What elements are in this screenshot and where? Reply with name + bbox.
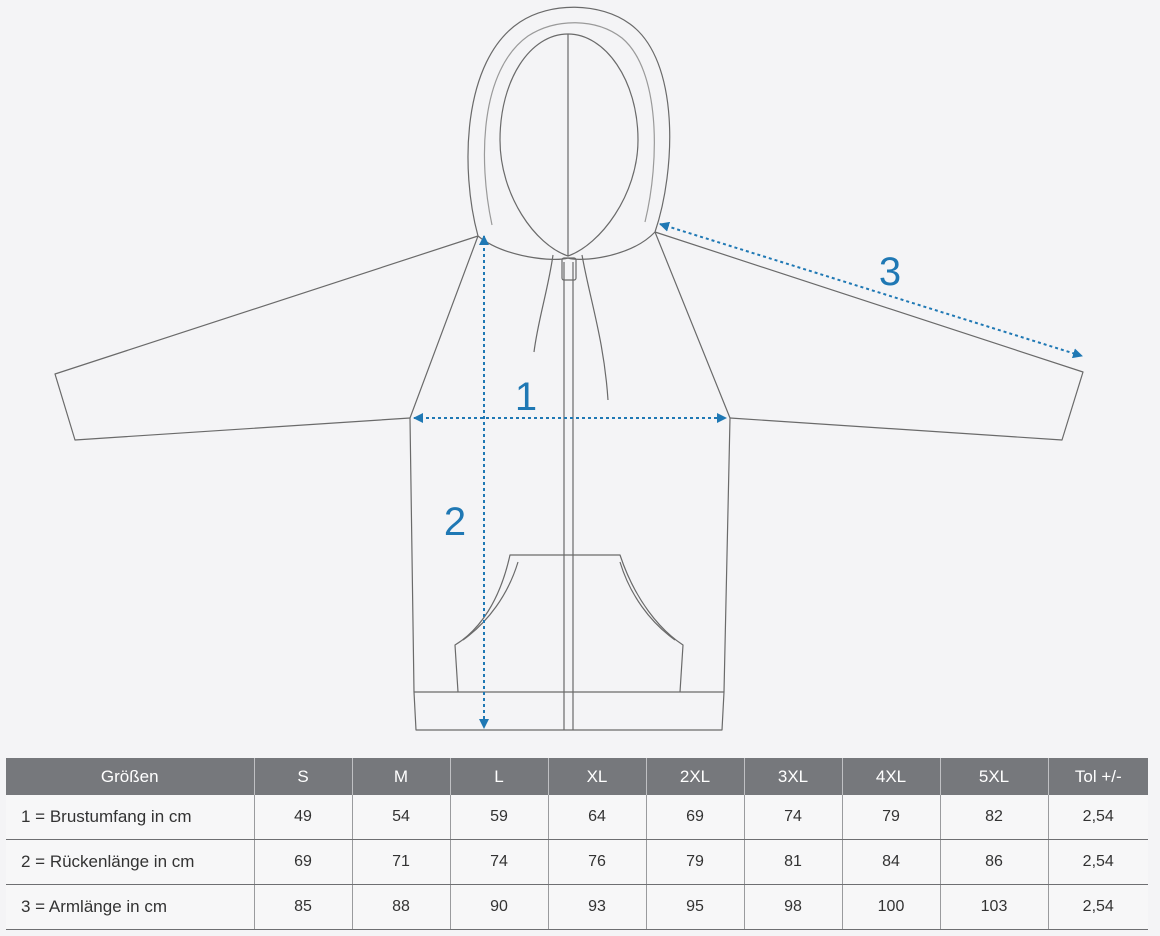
cell-value: 84 — [841, 839, 940, 885]
body-right-side — [654, 231, 731, 693]
cell-tolerance: 2,54 — [1047, 839, 1148, 885]
hoodie-outline — [54, 6, 1084, 731]
measurement-arrows — [413, 221, 1083, 729]
pocket-inner-left — [462, 561, 519, 641]
cell-value: 100 — [841, 884, 940, 930]
size-table: Größen S M L XL 2XL 3XL 4XL 5XL Tol +/- … — [6, 758, 1148, 930]
hoodie-measurement-diagram: 1 2 3 — [54, 6, 1084, 731]
row-label: 2 = Rückenlänge in cm — [6, 839, 254, 885]
cell-value: 69 — [253, 839, 352, 885]
right-sleeve — [654, 231, 1084, 441]
hood-opening — [499, 33, 639, 257]
cell-value: 69 — [645, 795, 744, 840]
body-left-side — [409, 235, 479, 693]
header-sizes-label: Größen — [6, 758, 254, 795]
cell-value: 64 — [547, 795, 646, 840]
cell-value: 74 — [743, 795, 842, 840]
hood-outer — [467, 6, 671, 260]
table-header-row: Größen S M L XL 2XL 3XL 4XL 5XL Tol +/- — [6, 758, 1148, 795]
header-size-3xl: 3XL — [743, 758, 842, 795]
label-arm-length: 3 — [879, 250, 901, 294]
zipper-pull — [561, 257, 577, 281]
header-size-4xl: 4XL — [841, 758, 940, 795]
cell-value: 49 — [253, 795, 352, 840]
header-size-m: M — [351, 758, 450, 795]
header-tolerance: Tol +/- — [1047, 758, 1148, 795]
header-size-5xl: 5XL — [939, 758, 1048, 795]
pocket-outer — [454, 554, 684, 693]
header-size-2xl: 2XL — [645, 758, 744, 795]
row-label: 3 = Armlänge in cm — [6, 884, 254, 930]
pocket-inner-right — [619, 561, 676, 641]
cell-value: 82 — [939, 795, 1048, 840]
header-size-l: L — [449, 758, 548, 795]
table-row: 1 = Brustumfang in cm 49 54 59 64 69 74 … — [6, 795, 1148, 840]
cell-value: 74 — [449, 839, 548, 885]
cell-tolerance: 2,54 — [1047, 795, 1148, 840]
hood-inner-rim — [483, 22, 655, 226]
header-size-s: S — [253, 758, 352, 795]
cell-value: 98 — [743, 884, 842, 930]
cell-value: 76 — [547, 839, 646, 885]
cell-value: 93 — [547, 884, 646, 930]
cell-value: 90 — [449, 884, 548, 930]
cell-value: 95 — [645, 884, 744, 930]
cell-value: 85 — [253, 884, 352, 930]
table-row: 3 = Armlänge in cm 85 88 90 93 95 98 100… — [6, 884, 1148, 930]
label-back-length: 2 — [444, 500, 466, 544]
cell-value: 71 — [351, 839, 450, 885]
cell-value: 79 — [841, 795, 940, 840]
cell-value: 54 — [351, 795, 450, 840]
table-row: 2 = Rückenlänge in cm 69 71 74 76 79 81 … — [6, 839, 1148, 885]
cell-value: 86 — [939, 839, 1048, 885]
drawstring-right — [581, 254, 609, 401]
drawstring-left — [533, 254, 554, 353]
cell-value: 59 — [449, 795, 548, 840]
cell-tolerance: 2,54 — [1047, 884, 1148, 930]
header-size-xl: XL — [547, 758, 646, 795]
cell-value: 79 — [645, 839, 744, 885]
cell-value: 103 — [939, 884, 1048, 930]
left-sleeve — [54, 235, 479, 441]
cell-value: 81 — [743, 839, 842, 885]
waistband — [413, 691, 725, 731]
row-label: 1 = Brustumfang in cm — [6, 795, 254, 840]
label-chest: 1 — [515, 375, 537, 419]
arrow-arm-length — [659, 221, 1083, 359]
cell-value: 88 — [351, 884, 450, 930]
